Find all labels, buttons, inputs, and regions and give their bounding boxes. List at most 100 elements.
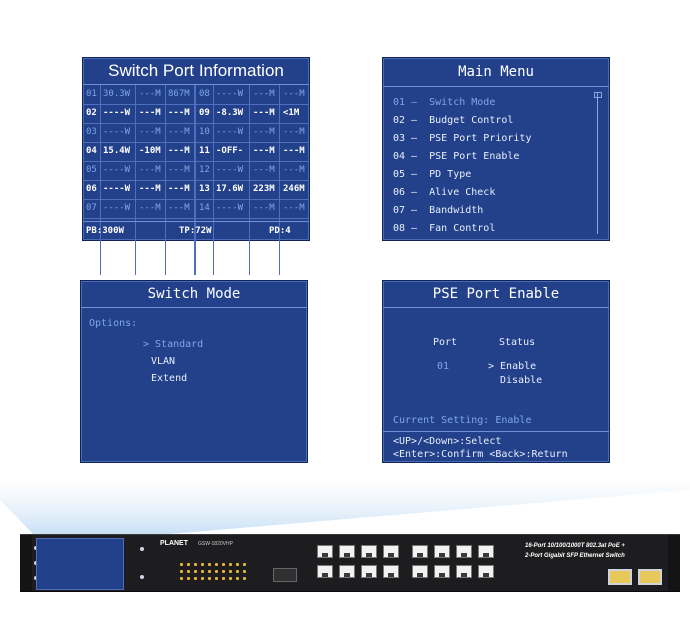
port-led: [229, 563, 232, 566]
scroll-thumb[interactable]: [594, 92, 602, 98]
sfp-port-1[interactable]: [608, 569, 632, 585]
rj45-port[interactable]: [317, 545, 333, 558]
option-standard[interactable]: > Standard: [143, 339, 204, 350]
port-tx: ---M: [168, 165, 190, 175]
switch-port-information-screen: Switch Port Information 01 30.3W ---M 867M 0…: [82, 57, 310, 275]
brand-logo: PLANET: [160, 540, 188, 547]
port-led: [180, 577, 183, 580]
lcd-button[interactable]: [140, 547, 144, 551]
rj45-port[interactable]: [317, 565, 333, 578]
usb-console-port[interactable]: [273, 568, 297, 582]
rj45-port[interactable]: [434, 565, 450, 578]
rj45-jack: [366, 553, 372, 557]
right-rack-ear: [668, 535, 680, 591]
menu-item-pse-port-enable[interactable]: 04 – PSE Port Enable: [393, 151, 520, 162]
port-tx: 246M: [283, 184, 305, 194]
description-line-1: 16-Port 10/100/1000T 802.3at PoE +: [525, 543, 625, 549]
port-tx: ---M: [283, 203, 305, 213]
key-help: <UP>/<Down>:Select <Enter>:Confirm <Back…: [383, 431, 609, 461]
lcd-beam: [0, 484, 690, 538]
rj45-jack: [461, 573, 467, 577]
mode-button[interactable]: [140, 575, 144, 579]
port-rx: 223M: [253, 184, 275, 194]
port-tx: ---M: [283, 89, 305, 99]
port-led: [194, 563, 197, 566]
port-power: ----W: [103, 108, 131, 118]
menu-item-alive-check[interactable]: 06 – Alive Check: [393, 187, 496, 198]
rj45-jack: [483, 553, 489, 557]
port-led: [201, 563, 204, 566]
rj45-port[interactable]: [361, 565, 377, 578]
port-tx: <1M: [283, 108, 300, 118]
port-rx: -10M: [139, 146, 161, 156]
rj45-jack: [417, 553, 423, 557]
port-rx: ---M: [253, 203, 275, 213]
rj45-jack: [366, 573, 372, 577]
port-tx: ---M: [283, 146, 305, 156]
port-rx: ---M: [253, 165, 275, 175]
port-number: 04: [86, 146, 97, 156]
port-power: 30.3W: [103, 89, 131, 99]
port-info-footer: PB:300W TP:72W PD:4: [83, 221, 309, 240]
key-help-select: <UP>/<Down>:Select: [393, 436, 502, 447]
rj45-port[interactable]: [478, 565, 494, 578]
rj45-jack: [344, 573, 350, 577]
rj45-jack: [461, 553, 467, 557]
screen-title: Switch Port Information: [83, 58, 309, 85]
port-led: [201, 570, 204, 573]
rj45-port[interactable]: [412, 545, 428, 558]
menu-item-pse-port-priority[interactable]: 03 – PSE Port Priority: [393, 133, 532, 144]
port-tx: ---M: [168, 108, 190, 118]
port-led: [236, 563, 239, 566]
menu-item-fan-control[interactable]: 08 – Fan Control: [393, 223, 496, 234]
port-led: [201, 577, 204, 580]
port-led: [208, 577, 211, 580]
main-menu-list: 01 – Switch Mode 02 – Budget Control 03 …: [393, 94, 531, 238]
menu-item-pd-type[interactable]: 05 – PD Type: [393, 169, 472, 180]
rj45-port[interactable]: [456, 545, 472, 558]
port-number: 13: [199, 184, 210, 194]
rj45-port[interactable]: [383, 545, 399, 558]
rj45-jack: [483, 573, 489, 577]
rj45-port[interactable]: [412, 565, 428, 578]
port-number: 02: [86, 108, 97, 118]
total-power: TP:72W: [179, 226, 212, 236]
menu-scrollbar[interactable]: [594, 92, 602, 234]
rj45-port[interactable]: [478, 545, 494, 558]
option-extend[interactable]: Extend: [151, 373, 188, 384]
status-enable-option[interactable]: > Enable: [488, 361, 537, 372]
power-budget: PB:300W: [86, 226, 124, 236]
port-led: [243, 570, 246, 573]
rj45-port[interactable]: [361, 545, 377, 558]
rj45-port[interactable]: [434, 545, 450, 558]
menu-item-budget-control[interactable]: 02 – Budget Control: [393, 115, 514, 126]
port-tx: 867M: [168, 89, 190, 99]
port-power: ----W: [216, 203, 244, 213]
rj45-port[interactable]: [383, 565, 399, 578]
port-power: ----W: [216, 127, 244, 137]
menu-item-switch-mode[interactable]: 01 – Switch Mode: [393, 97, 496, 108]
menu-item-bandwidth[interactable]: 07 – Bandwidth: [393, 205, 484, 216]
port-rx: ---M: [253, 127, 275, 137]
port-led: [215, 563, 218, 566]
rj45-port[interactable]: [339, 565, 355, 578]
port-led: [180, 570, 183, 573]
port-number: 01: [86, 89, 97, 99]
port-led: [208, 570, 211, 573]
port-rx: ---M: [253, 146, 275, 156]
sfp-port-2[interactable]: [638, 569, 662, 585]
rj45-port[interactable]: [339, 545, 355, 558]
rj45-port[interactable]: [456, 565, 472, 578]
rj45-jack: [388, 553, 394, 557]
port-number: 10: [199, 127, 210, 137]
port-rx: ---M: [253, 108, 275, 118]
port-led: [236, 570, 239, 573]
port-led: [243, 577, 246, 580]
network-switch: PLANET GSW-1820VHP 16-Port 10/100/1000T …: [20, 534, 680, 592]
option-vlan[interactable]: VLAN: [151, 356, 176, 367]
description-line-2: 2-Port Gigabit SFP Ethernet Switch: [525, 553, 625, 559]
pd-count: PD:4: [269, 226, 291, 236]
status-disable-option[interactable]: Disable: [500, 375, 543, 386]
